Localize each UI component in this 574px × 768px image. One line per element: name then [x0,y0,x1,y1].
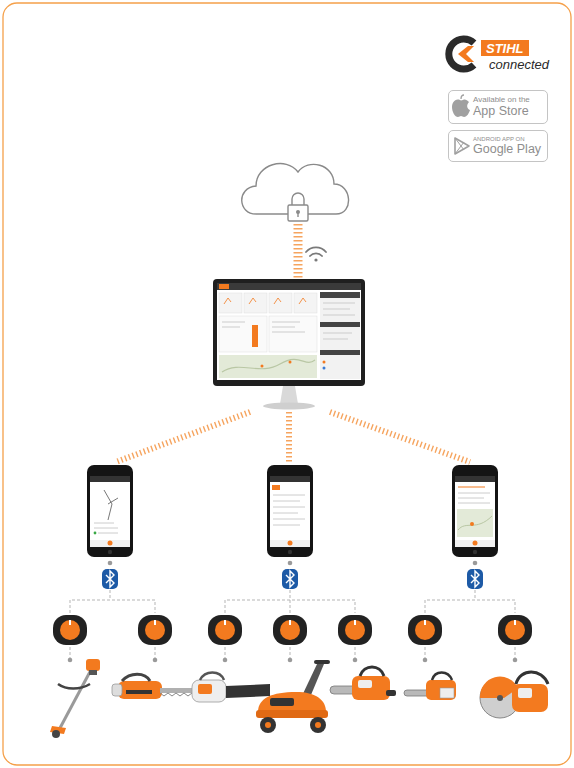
lock-icon [288,193,308,221]
cloud-link [294,224,303,279]
phone [452,465,498,557]
logo-subtitle: connected [489,57,549,72]
phone [267,465,313,557]
logo-wordmark: STIHL [481,40,529,56]
frame [3,3,571,765]
badge-title: Google Play [473,143,543,156]
lawn-mower [256,660,330,733]
brushcutter [50,659,100,738]
apple-icon [452,95,470,117]
bluetooth-wiring [70,590,515,658]
chainsaw [330,667,396,700]
monitor [213,279,365,410]
cut-off-saw [480,672,548,718]
bluetooth-symbol [102,561,483,589]
battery-chainsaw [404,673,456,701]
wifi-icon [306,247,326,261]
logo-mark [449,39,474,69]
app-store-badge: Available on theApp Store [448,90,548,124]
phone [87,465,133,557]
phone-links [116,412,470,462]
google-play-badge: ANDROID APP ONGoogle Play [448,130,548,162]
connector-device [53,615,532,662]
badge-caption: Available on the [473,96,543,104]
play-icon [455,138,469,154]
leaf-blower [192,673,270,703]
badge-title: App Store [473,105,543,118]
